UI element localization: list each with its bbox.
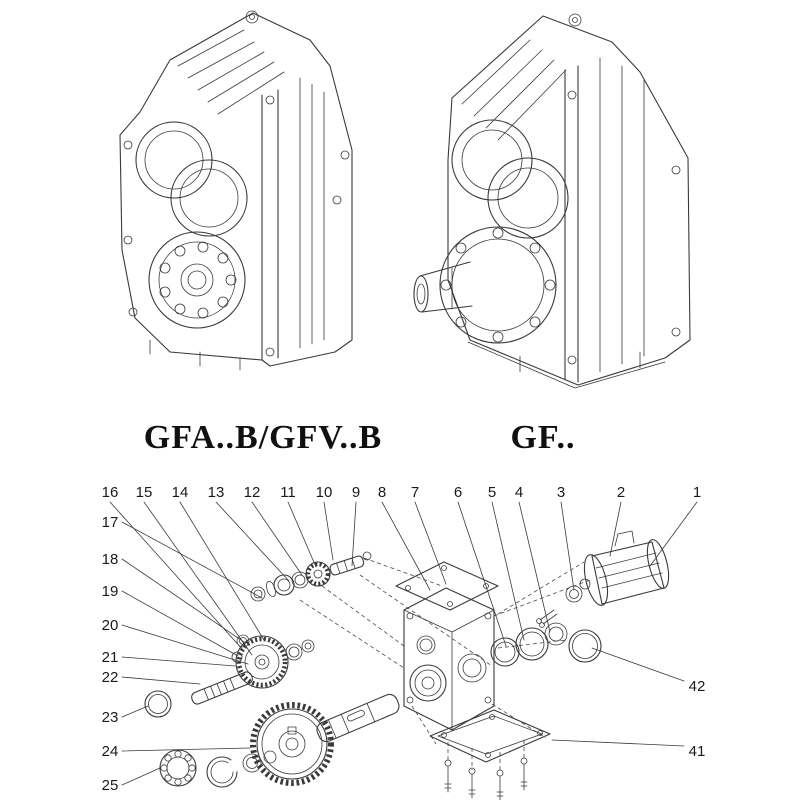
part-number: 19 xyxy=(102,583,119,600)
part-number: 23 xyxy=(102,709,119,726)
part-number: 4 xyxy=(515,484,523,501)
input-shaft xyxy=(144,671,253,718)
part-number: 2 xyxy=(617,484,625,501)
part-number: 41 xyxy=(689,743,706,760)
part-number: 42 xyxy=(689,678,706,695)
part-number: 14 xyxy=(172,484,189,501)
part-number: 21 xyxy=(102,649,119,666)
part-number: 9 xyxy=(352,484,360,501)
part-number: 6 xyxy=(454,484,462,501)
part-number: 24 xyxy=(102,743,119,760)
left-gearbox-drawing xyxy=(119,10,353,371)
part-number: 12 xyxy=(244,484,261,501)
right-gearbox-drawing xyxy=(413,13,691,389)
part-number: 8 xyxy=(378,484,386,501)
part-number: 20 xyxy=(102,617,119,634)
part-number-callouts: 16 15 14 13 12 11 10 9 8 7 6 5 4 3 2 1 1… xyxy=(102,484,706,794)
part-number: 1 xyxy=(693,484,701,501)
gasket-and-studs xyxy=(429,709,551,800)
right-model-label: GF.. xyxy=(510,419,575,456)
part-number: 15 xyxy=(136,484,153,501)
part-number: 7 xyxy=(411,484,419,501)
bearing-balls xyxy=(159,241,237,319)
leader-lines xyxy=(109,501,698,786)
flange-bolt-holes xyxy=(440,227,556,343)
output-gear-and-shaft xyxy=(250,693,400,786)
motor-assembly xyxy=(579,530,670,606)
seal-ring-stack xyxy=(490,585,602,667)
part-number: 22 xyxy=(102,669,119,686)
flat-gear-cluster xyxy=(231,634,315,689)
part-number: 13 xyxy=(208,484,225,501)
alignment-lines xyxy=(299,557,591,772)
gear-housing xyxy=(395,561,499,731)
part-number: 16 xyxy=(102,484,119,501)
part-number: 10 xyxy=(316,484,333,501)
part-number: 25 xyxy=(102,777,119,794)
part-number: 17 xyxy=(102,514,119,531)
part-number: 5 xyxy=(488,484,496,501)
part-number: 3 xyxy=(557,484,565,501)
exploded-view-drawing xyxy=(109,501,698,800)
part-number: 18 xyxy=(102,551,119,568)
part-number: 11 xyxy=(280,484,296,501)
left-model-label: GFA..B/GFV..B xyxy=(144,419,382,456)
